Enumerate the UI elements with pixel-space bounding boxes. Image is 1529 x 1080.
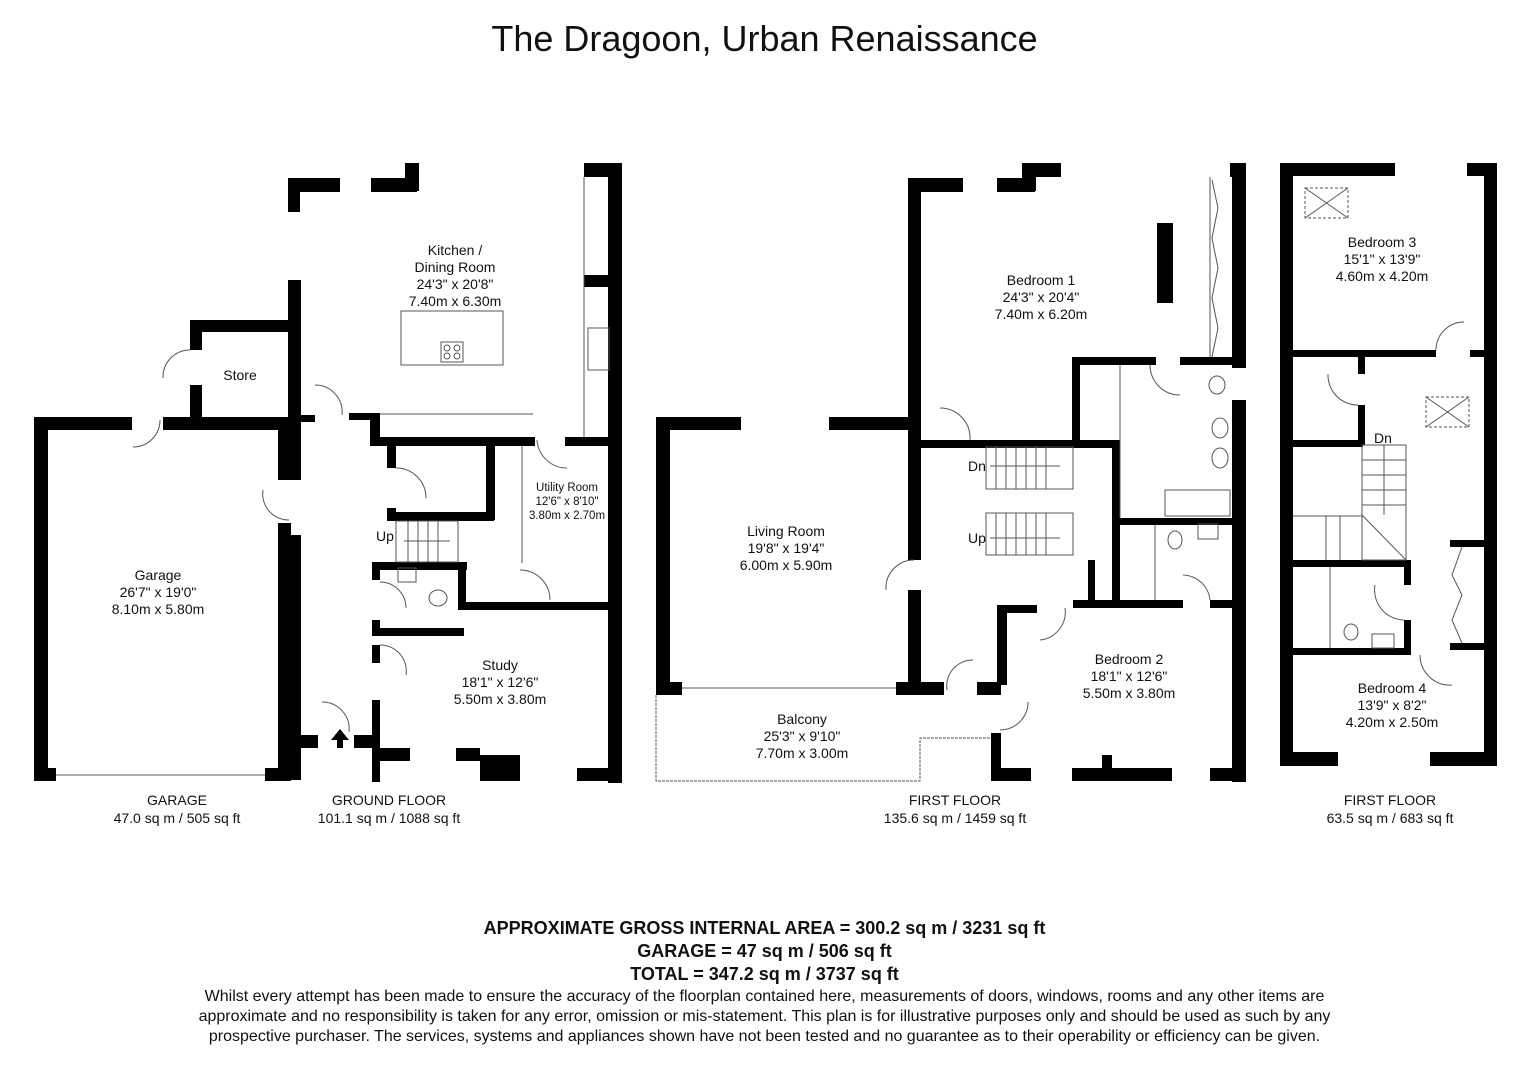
room-dim-imperial: 24'3" x 20'8" <box>416 276 494 292</box>
room-label-balcony: Balcony 25'3" x 9'10" 7.70m x 3.00m <box>756 711 849 762</box>
room-dim-metric: 4.20m x 2.50m <box>1345 714 1439 730</box>
stair-label-first-up: Up <box>968 530 986 546</box>
floor-caption-garage: GARAGE 47.0 sq m / 505 sq ft <box>114 791 241 827</box>
room-dim-imperial: 26'7" x 19'0" <box>119 584 197 600</box>
floor-area: 135.6 sq m / 1459 sq ft <box>883 810 1027 826</box>
room-dim-imperial: 18'1" x 12'6" <box>461 674 539 690</box>
room-dim-metric: 7.70m x 3.00m <box>755 745 849 761</box>
floor-name: GARAGE <box>147 792 207 808</box>
stair-label-second-dn: Dn <box>1374 430 1392 446</box>
room-name: Bedroom 2 <box>1094 651 1164 667</box>
room-dim-metric: 4.60m x 4.20m <box>1335 268 1429 284</box>
stair-label-first-dn: Dn <box>968 458 986 474</box>
room-label-kitchen: Kitchen / Dining Room 24'3" x 20'8" 7.40… <box>409 242 502 310</box>
floor-caption-first: FIRST FLOOR 135.6 sq m / 1459 sq ft <box>884 791 1026 827</box>
room-dim-metric: 5.50m x 3.80m <box>453 691 547 707</box>
room-dim-metric: 8.10m x 5.80m <box>111 601 205 617</box>
room-label-bedroom3: Bedroom 3 15'1" x 13'9" 4.60m x 4.20m <box>1336 234 1429 285</box>
room-label-store: Store <box>223 367 256 384</box>
room-label-bedroom2: Bedroom 2 18'1" x 12'6" 5.50m x 3.80m <box>1083 651 1176 702</box>
disclaimer-line: Whilst every attempt has been made to en… <box>204 988 1325 1005</box>
room-dim-imperial: 24'3" x 20'4" <box>1002 289 1080 305</box>
floor-area: 47.0 sq m / 505 sq ft <box>113 810 241 826</box>
room-dim-imperial: 12'6" x 8'10" <box>535 496 599 508</box>
stair-label-ground-up: Up <box>376 528 394 544</box>
garage-area: GARAGE = 47 sq m / 506 sq ft <box>637 941 892 961</box>
floor-area: 101.1 sq m / 1088 sq ft <box>317 810 461 826</box>
floor-caption-second: FIRST FLOOR 63.5 sq m / 683 sq ft <box>1327 791 1454 827</box>
room-dim-imperial: 25'3" x 9'10" <box>763 728 841 744</box>
disclaimer-line: prospective purchaser. The services, sys… <box>208 1028 1321 1045</box>
room-name: Garage <box>134 567 182 583</box>
floor-name: GROUND FLOOR <box>331 792 447 808</box>
ground-floor-fixtures <box>56 177 610 776</box>
disclaimer: Whilst every attempt has been made to en… <box>0 987 1529 1047</box>
room-dim-imperial: 13'9" x 8'2" <box>1357 697 1427 713</box>
room-dim-metric: 3.80m x 2.70m <box>528 510 606 522</box>
first-floor-walls <box>656 163 1246 782</box>
room-label-study: Study 18'1" x 12'6" 5.50m x 3.80m <box>454 657 547 708</box>
gross-area: APPROXIMATE GROSS INTERNAL AREA = 300.2 … <box>483 918 1046 938</box>
room-dim-metric: 7.40m x 6.30m <box>408 293 502 309</box>
room-dim-metric: 5.50m x 3.80m <box>1082 685 1176 701</box>
room-dim-imperial: 15'1" x 13'9" <box>1343 251 1421 267</box>
floor-name: FIRST FLOOR <box>908 792 1002 808</box>
room-name: Balcony <box>777 711 827 727</box>
room-label-bedroom4: Bedroom 4 13'9" x 8'2" 4.20m x 2.50m <box>1346 680 1439 731</box>
room-name: Store <box>223 367 257 383</box>
ground-floor-walls <box>34 163 622 783</box>
total-area: TOTAL = 347.2 sq m / 3737 sq ft <box>630 964 899 984</box>
room-label-living-room: Living Room 19'8" x 19'4" 6.00m x 5.90m <box>740 523 833 574</box>
floor-name: FIRST FLOOR <box>1343 792 1437 808</box>
room-label-utility: Utility Room 12'6" x 8'10" 3.80m x 2.70m <box>529 481 605 523</box>
room-name: Bedroom 3 <box>1347 234 1417 250</box>
entrance-arrow-icon <box>331 729 349 748</box>
room-dim-metric: 7.40m x 6.20m <box>994 306 1088 322</box>
room-label-bedroom1: Bedroom 1 24'3" x 20'4" 7.40m x 6.20m <box>995 272 1088 323</box>
room-name: Kitchen / <box>427 242 483 258</box>
room-dim-imperial: 19'8" x 19'4" <box>747 540 825 556</box>
room-name: Bedroom 4 <box>1357 680 1427 696</box>
room-label-garage: Garage 26'7" x 19'0" 8.10m x 5.80m <box>112 567 205 618</box>
first-floor-fixtures <box>655 177 1231 782</box>
room-name: Utility Room <box>536 482 598 494</box>
room-name: Living Room <box>747 523 825 539</box>
room-dim-imperial: 18'1" x 12'6" <box>1090 668 1168 684</box>
plan-title: The Dragoon, Urban Renaissance <box>491 18 1038 59</box>
room-name: Study <box>482 657 518 673</box>
floor-area: 63.5 sq m / 683 sq ft <box>1326 810 1454 826</box>
area-summary: APPROXIMATE GROSS INTERNAL AREA = 300.2 … <box>0 917 1529 1047</box>
room-dim-metric: 6.00m x 5.90m <box>739 557 833 573</box>
floor-caption-ground: GROUND FLOOR 101.1 sq m / 1088 sq ft <box>318 791 460 827</box>
room-name: Bedroom 1 <box>1006 272 1076 288</box>
second-floor-fixtures <box>1293 187 1470 686</box>
second-floor-walls <box>1280 163 1497 766</box>
room-name: Dining Room <box>414 259 496 275</box>
disclaimer-line: approximate and no responsibility is tak… <box>198 1008 1331 1025</box>
